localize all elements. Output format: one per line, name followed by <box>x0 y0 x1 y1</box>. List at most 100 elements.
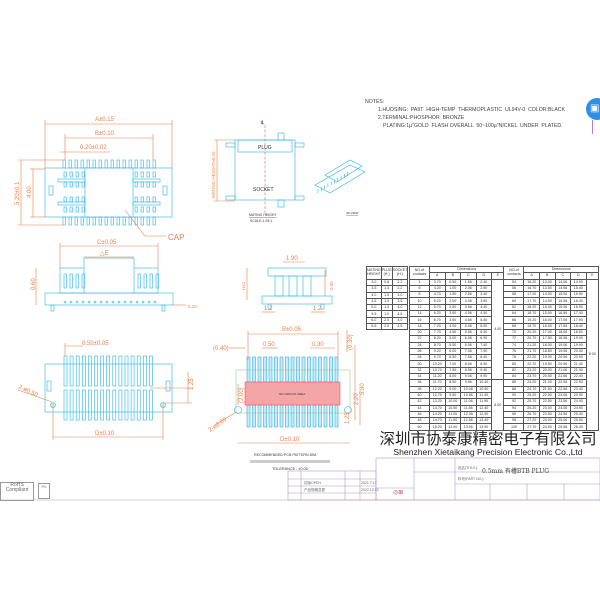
post <box>161 304 166 312</box>
note-terminal: 2.TERMINAL:PHOSPHOR BRONZE <box>378 115 465 121</box>
table-cell: 23.40 <box>570 385 587 393</box>
iso-top <box>324 159 363 183</box>
table-cell: 2.2 <box>391 285 409 293</box>
tab <box>225 195 236 201</box>
pin <box>81 273 85 289</box>
table-cell: 11.90 <box>475 398 493 406</box>
material-label: 料号(PART NO.): <box>458 477 485 481</box>
pin <box>94 355 98 387</box>
pin <box>104 216 108 226</box>
dimension-labels: A±0.15 B±0.10 0.20±0.02 5.20±0.1 4.00 CA… <box>15 117 366 471</box>
pin-contact <box>134 196 138 203</box>
pcb-dim-030: 0.30 <box>312 342 324 348</box>
pin <box>98 216 102 226</box>
table-cell: 96 <box>503 410 525 419</box>
pcb-dim-d: D±0.10 <box>280 437 300 443</box>
pin-contact <box>81 171 85 178</box>
end-width: 1.90 <box>286 256 298 262</box>
pin-contact <box>152 171 156 178</box>
table-cell: 56 <box>503 284 525 293</box>
pcb-outline <box>235 369 351 414</box>
table-cell: 64 <box>503 310 525 318</box>
table-cell: 84 <box>503 373 525 381</box>
pin-contact <box>146 171 150 178</box>
table-cell: 30 <box>409 360 430 368</box>
dim-pitch-width: 0.20±0.02 <box>80 145 107 151</box>
pin <box>140 159 144 169</box>
pin <box>116 216 120 226</box>
terminal-bar <box>57 178 86 183</box>
pin <box>100 355 104 387</box>
table-cell: 72 <box>503 335 525 343</box>
pin <box>155 273 159 289</box>
pin-contact <box>140 171 144 178</box>
pcb-dim-040: (0.40) <box>213 346 229 352</box>
plug-label: PLUG <box>258 145 272 151</box>
table-cell: 3.0 <box>391 291 409 299</box>
centerline-label: ℄ <box>260 120 265 126</box>
latch-right <box>162 185 168 196</box>
tab <box>294 142 305 148</box>
column-header: E <box>585 272 600 280</box>
pad <box>318 356 322 383</box>
table-cell: 3.90 <box>475 297 493 305</box>
pcb-dim-580: 5.80 <box>360 383 366 395</box>
pin-tail <box>123 300 127 304</box>
pcb-dim-030v: (0.30) <box>348 334 354 350</box>
pcb-dim-200: (2.00) <box>239 387 245 403</box>
table-cell: 24.90 <box>570 404 587 412</box>
end-h1: H±1 <box>241 281 246 290</box>
revision-1-date: 2021.7.17 <box>361 481 377 485</box>
table-cell: 17.90 <box>570 316 587 324</box>
latch-left <box>48 185 54 196</box>
table-cell: 18.40 <box>570 322 587 330</box>
table-cell: 58 <box>503 291 525 299</box>
pin-contact <box>63 181 67 188</box>
pin <box>106 355 110 387</box>
pin-tail <box>153 300 157 304</box>
pad <box>252 404 256 428</box>
app-icon[interactable]: ▣ <box>586 98 600 120</box>
table-cell: 23.90 <box>570 391 587 400</box>
pad <box>290 356 295 383</box>
pad <box>246 356 251 383</box>
pin <box>75 273 79 289</box>
pad <box>268 356 273 383</box>
table-cell: 3.40 <box>475 291 493 299</box>
revision-2: 产品规格变更 <box>304 488 325 492</box>
pcb-dim-050: 0.50 <box>263 342 275 348</box>
pin-contact <box>140 196 144 203</box>
table-cell: 70 <box>503 328 525 337</box>
pin-contact <box>75 181 79 188</box>
pin <box>143 273 147 289</box>
latch-right <box>165 380 171 392</box>
table-cell: 32 <box>409 366 430 375</box>
pcb-caption: RECOMMENDED PCB PATTERN DIM. <box>254 453 317 457</box>
pin-tail <box>147 300 151 304</box>
terminal-bar <box>132 178 161 183</box>
pin-contact <box>63 171 67 178</box>
projection-symbol-icon: ◎⊞ <box>393 490 404 496</box>
pin <box>152 216 156 226</box>
column-header: E <box>491 272 505 280</box>
end-center <box>288 275 298 297</box>
table-cell: 26.40 <box>570 423 587 431</box>
mating-header: SOCKET (H.) <box>391 266 409 280</box>
terminal-bar <box>57 201 86 206</box>
title-block-grid <box>0 457 600 501</box>
table-cell: 16.40 <box>570 297 587 305</box>
dim-flatness: 0.10 <box>188 304 197 309</box>
table-cell: 26 <box>409 347 430 356</box>
pad <box>307 404 311 428</box>
company-name-cn: 深圳市协泰康精密电子有限公司 <box>379 430 597 448</box>
